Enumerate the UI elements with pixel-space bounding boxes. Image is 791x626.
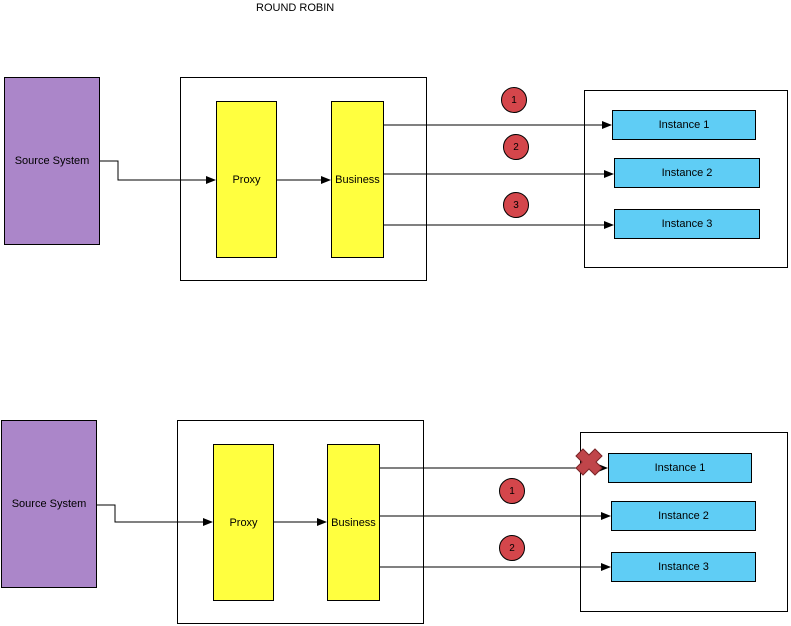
bottom-badge-2-label: 2 <box>509 542 515 554</box>
diagram-title: ROUND ROBIN <box>256 2 335 14</box>
top-badge-2-label: 2 <box>513 141 519 153</box>
top-business: Business <box>331 101 384 258</box>
top-source-system: Source System <box>4 77 100 245</box>
bottom-instance-1: Instance 1 <box>608 453 752 483</box>
top-instance-2-label: Instance 2 <box>661 167 713 179</box>
top-business-label: Business <box>335 173 380 186</box>
bottom-proxy-label: Proxy <box>229 516 258 529</box>
bottom-business-label: Business <box>331 516 376 529</box>
bottom-instance-1-label: Instance 1 <box>654 462 706 474</box>
bottom-badge-1-label: 1 <box>509 485 515 497</box>
top-instance-3: Instance 3 <box>614 209 760 239</box>
top-instance-3-label: Instance 3 <box>661 218 713 230</box>
bottom-instance-3: Instance 3 <box>611 552 756 582</box>
top-instance-1-label: Instance 1 <box>658 119 710 131</box>
top-badge-2: 2 <box>503 134 529 160</box>
bottom-business: Business <box>327 444 380 601</box>
bottom-instance-3-label: Instance 3 <box>658 561 709 573</box>
top-badge-1-label: 1 <box>511 94 517 106</box>
top-badge-1: 1 <box>501 87 527 113</box>
bottom-instance-2: Instance 2 <box>611 501 756 531</box>
bottom-proxy: Proxy <box>213 444 274 601</box>
top-source-system-label: Source System <box>14 155 90 167</box>
top-instance-1: Instance 1 <box>612 110 756 140</box>
x-mark-icon <box>575 448 603 476</box>
bottom-source-system-label: Source System <box>11 498 87 510</box>
bottom-badge-2: 2 <box>499 535 525 561</box>
top-badge-3-label: 3 <box>513 199 519 211</box>
top-proxy-label: Proxy <box>232 173 261 186</box>
top-badge-3: 3 <box>503 192 529 218</box>
bottom-arrow-source-to-proxy <box>97 504 213 526</box>
bottom-instance-2-label: Instance 2 <box>658 510 709 522</box>
bottom-source-system: Source System <box>1 420 97 588</box>
top-proxy: Proxy <box>216 101 277 258</box>
top-arrow-source-to-proxy <box>100 160 216 184</box>
bottom-badge-1: 1 <box>499 478 525 504</box>
top-instance-2: Instance 2 <box>614 158 760 188</box>
